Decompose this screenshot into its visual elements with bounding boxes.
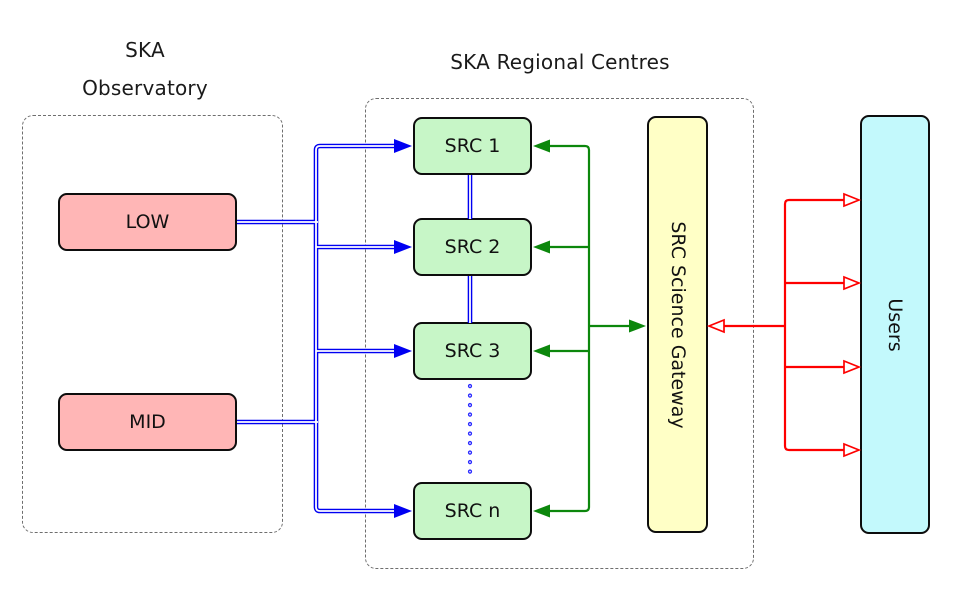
red-arrowhead-users-3	[843, 359, 862, 375]
src-1-label: SRC 1	[444, 135, 501, 157]
red-trunk-with-top-bottom-branches	[783, 198, 847, 452]
mid-telescope-label: MID	[129, 411, 166, 433]
src-2-label: SRC 2	[444, 236, 501, 258]
red-arrowhead-users-4	[843, 442, 862, 458]
src-2-node: SRC 2	[413, 218, 532, 276]
mid-telescope-node: MID	[58, 393, 237, 451]
src-n-label: SRC n	[444, 500, 501, 522]
users-node	[860, 115, 930, 534]
src-science-gateway-label: SRC Science Gateway	[667, 221, 689, 429]
red-arrowhead-users-2	[843, 275, 862, 291]
users-label: Users	[884, 298, 906, 352]
src-1-node: SRC 1	[413, 117, 532, 175]
src-n-node: SRC n	[413, 482, 532, 540]
low-telescope-label: LOW	[125, 211, 170, 233]
src-3-node: SRC 3	[413, 322, 532, 380]
ska-observatory-title-line2: Observatory	[82, 76, 208, 100]
low-telescope-node: LOW	[58, 193, 237, 251]
src-3-label: SRC 3	[444, 340, 501, 362]
src-science-gateway-node	[647, 116, 708, 533]
ska-observatory-title: SKA Observatory	[35, 31, 255, 107]
ska-observatory-container	[22, 115, 283, 533]
red-arrowhead-users-1	[843, 192, 862, 208]
ska-regional-centres-title: SKA Regional Centres	[450, 50, 670, 74]
ska-observatory-title-line1: SKA	[125, 38, 165, 62]
